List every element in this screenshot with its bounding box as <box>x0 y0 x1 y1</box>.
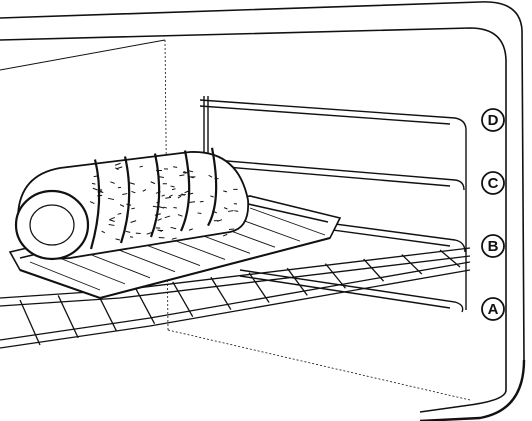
rack-crossbar <box>135 286 155 323</box>
rack-position-b: B <box>482 235 504 257</box>
rack-crossbar <box>211 277 231 309</box>
oven-right-frame-inner <box>420 390 506 412</box>
oven-right-frame <box>420 360 524 421</box>
roast-texture-mark <box>198 213 202 214</box>
position-letter: B <box>488 238 499 255</box>
roast-texture-mark <box>92 183 95 184</box>
roast-texture-mark <box>97 195 102 196</box>
rack-position-labels: D C B A <box>482 109 504 320</box>
roast-texture-mark <box>229 229 234 230</box>
oven-floor-line <box>168 330 470 400</box>
rack-position-c: C <box>482 172 504 194</box>
rack-crossbar <box>287 268 307 295</box>
rack-crossbar <box>249 273 269 303</box>
roast-texture-mark <box>189 202 195 203</box>
rack-crossbar <box>173 282 193 317</box>
rack-position-d: D <box>482 109 504 131</box>
rack-crossbar <box>440 250 460 267</box>
rack-crossbar <box>364 259 384 281</box>
roast-texture-mark <box>173 167 177 168</box>
rack-position-a: A <box>482 298 504 320</box>
roast-texture-mark <box>200 201 204 202</box>
position-letter: C <box>488 175 499 192</box>
roast-texture-mark <box>130 237 133 238</box>
roast-texture-mark <box>234 211 238 212</box>
position-letter: D <box>488 112 499 129</box>
position-letter: A <box>488 301 499 318</box>
rack-crossbar <box>20 300 40 345</box>
oven-back-wall-top <box>0 40 165 70</box>
